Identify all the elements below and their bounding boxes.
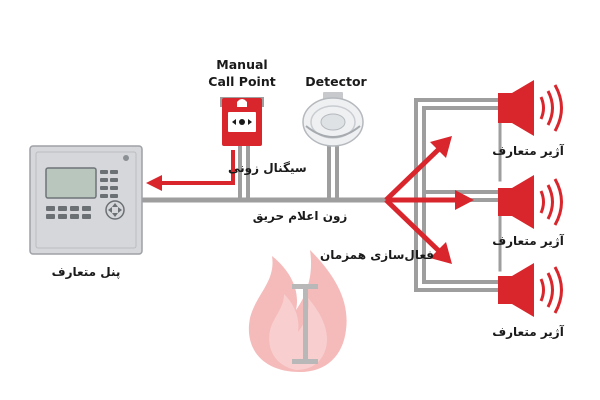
manual-call-point-icon <box>220 97 264 146</box>
activation-arrowhead-down <box>430 242 452 264</box>
sounder-label-1: آژیر متعارف <box>492 143 565 158</box>
smoke-detector-icon <box>302 92 364 147</box>
fire-alarm-panel-icon <box>29 145 143 255</box>
detector-label: Detector <box>305 74 367 89</box>
sounder-icon <box>498 175 563 229</box>
sounder-label-2: آژیر متعارف <box>492 233 565 248</box>
sounder-label-3: آژیر متعارف <box>492 324 565 339</box>
zone-signal-arrowhead <box>146 175 162 191</box>
manual-call-point-label-line2: Call Point <box>208 74 275 89</box>
activation-arrowhead-mid <box>455 190 474 210</box>
activation-arrow-up <box>384 146 442 202</box>
fire-alarm-zone-label: زون اعلام حریق <box>253 209 348 224</box>
sounder-icon <box>498 263 563 317</box>
activation-arrowhead-up <box>430 136 452 158</box>
simultaneous-activation-label: فعال‌سازی همزمان <box>320 248 434 262</box>
panel-buttons <box>46 206 91 219</box>
panel-keypad <box>105 200 125 220</box>
manual-call-point-label-line1: Manual <box>216 57 267 72</box>
zone-signal-arrow <box>160 150 235 185</box>
sounder-icon <box>498 80 563 136</box>
panel-display <box>45 167 97 199</box>
panel-lock <box>123 155 129 161</box>
panel-leds <box>100 170 118 198</box>
sounder-bus-outer <box>414 98 502 292</box>
zone-signal-label: سیگنال زونی <box>228 161 307 176</box>
panel-label: پنل متعارف <box>52 265 121 279</box>
activation-arrow-down <box>384 198 442 254</box>
flame-icon <box>248 250 347 372</box>
sounder-bus-inner <box>422 106 502 284</box>
signal-arrows <box>146 136 474 264</box>
